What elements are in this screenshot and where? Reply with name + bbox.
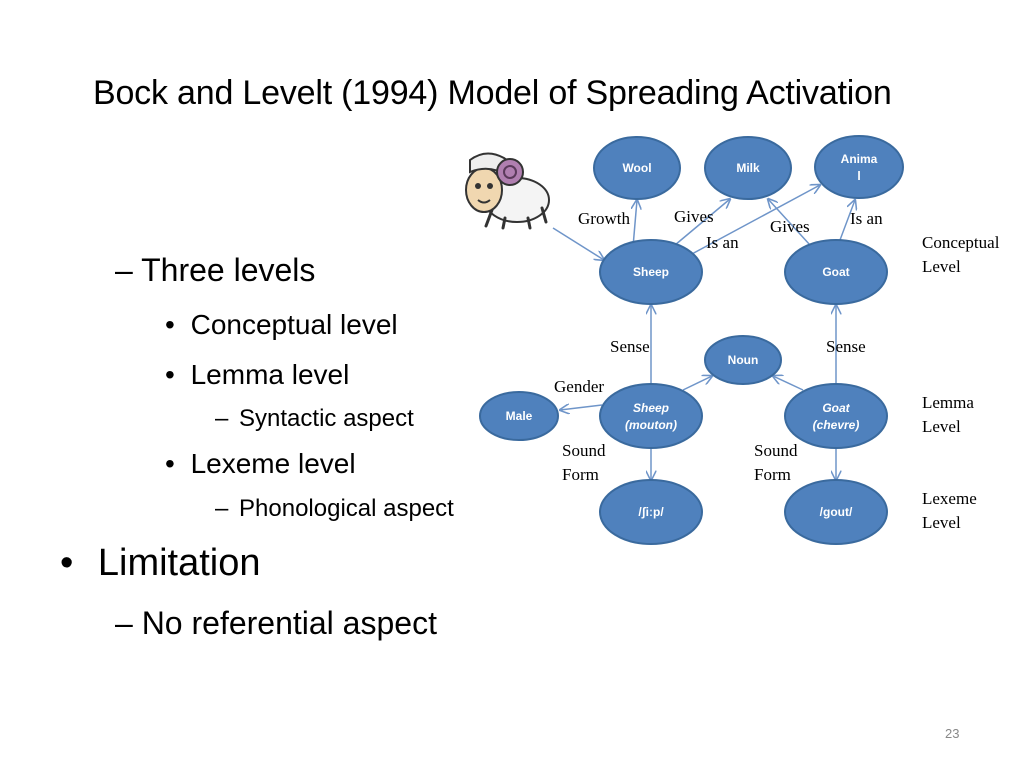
- bullet-text: No referential aspect: [141, 605, 437, 641]
- bullet-text: Syntactic aspect: [239, 405, 414, 432]
- edge-label-sound: Sound: [562, 441, 606, 460]
- edge-label-gives: Gives: [770, 217, 810, 236]
- level-label-lexeme-level: Level: [922, 513, 961, 532]
- level-label-lexeme: Lexeme: [922, 489, 977, 508]
- dash-marker: –: [215, 405, 229, 432]
- edge-sheep-milk: [674, 199, 730, 246]
- edge-label-sense: Sense: [610, 337, 650, 356]
- edge-goat-milk: [768, 199, 811, 246]
- edge-goat-animal: [839, 200, 855, 241]
- page-number: 23: [945, 726, 960, 741]
- svg-text:/ʃiːp/: /ʃiːp/: [638, 505, 664, 519]
- dash-marker: –: [115, 252, 133, 288]
- bullet-text: Limitation: [97, 542, 261, 584]
- svg-text:Goat: Goat: [822, 401, 850, 415]
- svg-text:(mouton): (mouton): [625, 418, 677, 432]
- edge-label-sense: Sense: [826, 337, 866, 356]
- edge-label-is-an: Is an: [850, 209, 883, 228]
- node-milk: Milk: [704, 136, 792, 200]
- bullet-text: Three levels: [141, 252, 316, 288]
- svg-text:Noun: Noun: [728, 353, 759, 367]
- svg-text:Male: Male: [506, 409, 533, 423]
- edge-label-is-an: Is an: [706, 233, 739, 252]
- bullet-lexeme-level: • Lexeme level: [165, 448, 356, 480]
- dash-marker: –: [115, 605, 133, 641]
- edge-label-sound: Sound: [754, 441, 798, 460]
- dot-marker: •: [165, 359, 175, 390]
- bullet-syntactic-aspect: – Syntactic aspect: [215, 405, 414, 433]
- svg-text:l: l: [857, 169, 860, 183]
- svg-text:Sheep: Sheep: [633, 265, 669, 279]
- sheep-clipart-icon: [465, 152, 550, 230]
- node-male: Male: [479, 391, 559, 441]
- edge-sheeplemma-male: [560, 405, 603, 410]
- bullet-no-referential: – No referential aspect: [115, 605, 437, 642]
- node-goat: Goat: [784, 239, 888, 305]
- dash-marker: –: [215, 495, 229, 522]
- svg-text:Goat: Goat: [822, 265, 849, 279]
- svg-text:(chevre): (chevre): [813, 418, 860, 432]
- svg-text:Milk: Milk: [736, 161, 760, 175]
- node-wool: Wool: [593, 136, 681, 200]
- level-label-lemma-level: Level: [922, 417, 961, 436]
- svg-text:Wool: Wool: [622, 161, 651, 175]
- node-sheep-lexeme: /ʃiːp/: [599, 479, 703, 545]
- level-label-conceptual-level: Level: [922, 257, 961, 276]
- edge-sheep-animal: [689, 185, 820, 256]
- svg-text:/gout/: /gout/: [820, 505, 853, 519]
- node-animal: Anima l: [814, 135, 904, 199]
- node-sheep: Sheep: [599, 239, 703, 305]
- bullet-phonological-aspect: – Phonological aspect: [215, 495, 454, 523]
- level-label-lemma: Lemma: [922, 393, 974, 412]
- bullet-text: Conceptual level: [190, 309, 398, 340]
- svg-text:Anima: Anima: [841, 152, 878, 166]
- dot-marker: •: [165, 448, 175, 479]
- dot-marker: •: [165, 309, 175, 340]
- bullet-limitation: • Limitation: [60, 542, 261, 585]
- node-noun: Noun: [704, 335, 782, 385]
- bullet-text: Phonological aspect: [239, 495, 454, 522]
- edge-label-form: Form: [754, 465, 791, 484]
- svg-text:Sheep: Sheep: [633, 401, 669, 415]
- node-goat-lexeme: /gout/: [784, 479, 888, 545]
- node-goat-lemma: Goat (chevre): [784, 383, 888, 449]
- bullet-text: Lemma level: [190, 359, 350, 390]
- bullet-lemma-level: • Lemma level: [165, 359, 349, 391]
- edge-label-form: Form: [562, 465, 599, 484]
- bullet-text: Lexeme level: [190, 448, 356, 479]
- edge-picture-sheep: [552, 227, 604, 260]
- bullet-conceptual-level: • Conceptual level: [165, 309, 398, 341]
- edge-label-gender: Gender: [554, 377, 604, 396]
- edge-label-gives: Gives: [674, 207, 714, 226]
- edge-sheep-wool: [633, 200, 637, 248]
- level-label-conceptual: Conceptual: [922, 233, 1000, 252]
- slide-title: Bock and Levelt (1994) Model of Spreadin…: [93, 74, 892, 112]
- edge-label-growth: Growth: [578, 209, 630, 228]
- node-sheep-lemma: Sheep (mouton): [599, 383, 703, 449]
- edge-sheeplemma-noun: [682, 376, 712, 391]
- bullet-three-levels: – Three levels: [115, 252, 315, 289]
- dot-marker: •: [60, 542, 74, 584]
- edge-goatlemma-noun: [773, 376, 804, 391]
